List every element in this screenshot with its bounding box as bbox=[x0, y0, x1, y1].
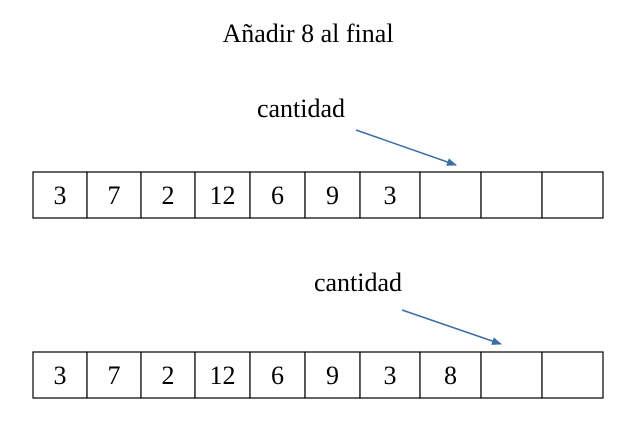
pointer-arrow bbox=[355, 129, 457, 166]
array-cell-box bbox=[541, 171, 604, 219]
array-cell: 2 bbox=[140, 351, 196, 399]
array-before: cantidad 3 7 2 12 6 9 3 bbox=[32, 94, 604, 219]
array-cell-box bbox=[249, 171, 306, 219]
array-cell-box bbox=[140, 351, 196, 399]
pointer-label-cantidad: cantidad bbox=[257, 94, 345, 123]
array-cell bbox=[541, 171, 604, 219]
array-cell-box bbox=[480, 351, 543, 399]
array-cell-value: 3 bbox=[54, 361, 67, 390]
array-cell-value: 12 bbox=[210, 361, 236, 390]
array-cell-box bbox=[32, 351, 88, 399]
array-cell-value: 6 bbox=[271, 361, 284, 390]
array-cell: 8 bbox=[419, 351, 482, 399]
array-cell-value: 3 bbox=[54, 181, 67, 210]
array-cell-box bbox=[541, 351, 604, 399]
pointer-label-cantidad: cantidad bbox=[314, 268, 402, 297]
array-cell: 3 bbox=[32, 171, 88, 219]
array-cell-value: 6 bbox=[271, 181, 284, 210]
array-cell-value: 3 bbox=[384, 181, 397, 210]
array-cell-box bbox=[32, 171, 88, 219]
array-cell: 12 bbox=[194, 171, 251, 219]
array-cell: 3 bbox=[359, 351, 421, 399]
array-cell-value: 9 bbox=[326, 181, 339, 210]
array-cell bbox=[541, 351, 604, 399]
array-cell bbox=[480, 351, 543, 399]
array-cell: 3 bbox=[32, 351, 88, 399]
array-cell: 6 bbox=[249, 351, 306, 399]
array-cell-box bbox=[359, 351, 421, 399]
array-cell-value: 2 bbox=[162, 181, 175, 210]
array-cell-box bbox=[304, 171, 361, 219]
array-cell: 7 bbox=[86, 351, 142, 399]
array-cell-value: 2 bbox=[162, 361, 175, 390]
diagram-title: Añadir 8 al final bbox=[222, 19, 393, 48]
array-cell: 9 bbox=[304, 171, 361, 219]
array-after: cantidad 3 7 2 12 6 9 3 8 bbox=[32, 268, 604, 399]
array-cell: 9 bbox=[304, 351, 361, 399]
array-cell-box bbox=[480, 171, 543, 219]
array-cell: 6 bbox=[249, 171, 306, 219]
array-cell-box bbox=[140, 171, 196, 219]
array-cell-value: 8 bbox=[444, 361, 457, 390]
pointer-arrow bbox=[401, 309, 502, 345]
array-cell bbox=[419, 171, 482, 219]
array-cell: 12 bbox=[194, 351, 251, 399]
array-cell-value: 12 bbox=[210, 181, 236, 210]
array-cell-value: 3 bbox=[384, 361, 397, 390]
array-cell-box bbox=[359, 171, 421, 219]
array-cell-box bbox=[249, 351, 306, 399]
array-cell-value: 7 bbox=[108, 181, 121, 210]
array-cell-box bbox=[304, 351, 361, 399]
array-cell-box bbox=[86, 171, 142, 219]
array-cell: 7 bbox=[86, 171, 142, 219]
array-cell-box bbox=[419, 171, 482, 219]
array-cell: 2 bbox=[140, 171, 196, 219]
array-cell-value: 9 bbox=[326, 361, 339, 390]
array-cell: 3 bbox=[359, 171, 421, 219]
array-cell-value: 7 bbox=[108, 361, 121, 390]
array-cell-box bbox=[86, 351, 142, 399]
array-cell bbox=[480, 171, 543, 219]
